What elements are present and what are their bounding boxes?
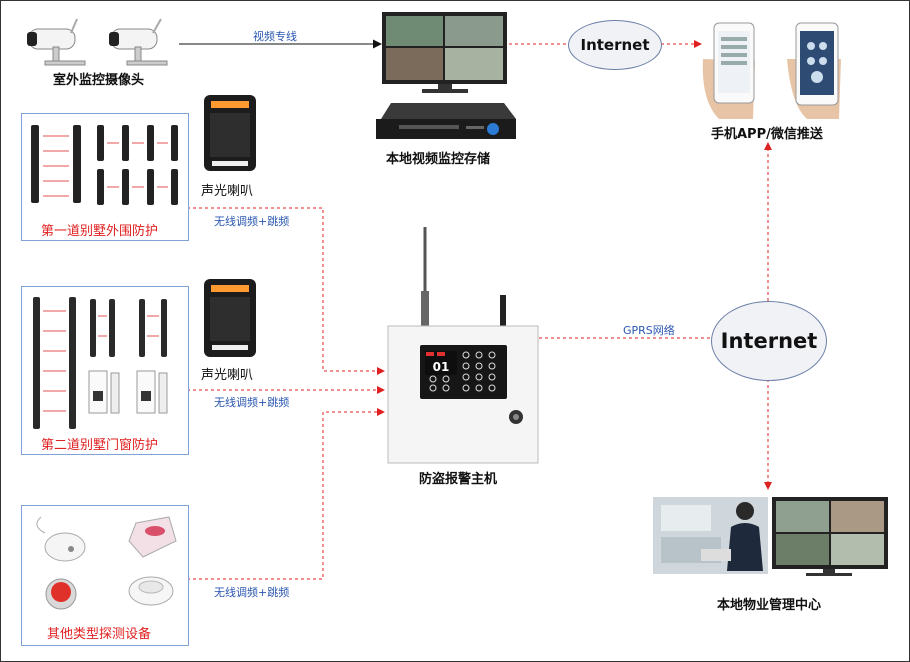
emergency-button-icon bbox=[45, 578, 77, 610]
alarm-panel-box: 01 bbox=[387, 325, 539, 464]
wireless-1-label: 无线调频+跳频 bbox=[214, 215, 290, 228]
wall-monitor-icon bbox=[772, 497, 888, 576]
cameras-label: 室外监控摄像头 bbox=[53, 73, 145, 88]
management-label: 本地物业管理中心 bbox=[717, 598, 822, 613]
panic-button-icon bbox=[36, 516, 86, 562]
nvr-label: 本地视频监控存储 bbox=[386, 152, 491, 167]
camera-icon bbox=[27, 18, 86, 66]
video-line-label: 视频专线 bbox=[253, 30, 297, 43]
infrared-beam-icon bbox=[31, 125, 178, 205]
alarm-host-label: 防盗报警主机 bbox=[419, 472, 498, 487]
group-3-label: 其他类型探测设备 bbox=[47, 627, 152, 642]
wireless-3-label: 无线调频+跳频 bbox=[214, 586, 290, 599]
control-room-photo bbox=[653, 497, 768, 574]
internet-cloud-top: Internet bbox=[568, 20, 662, 70]
infrared-beam-rays bbox=[43, 135, 168, 197]
group-2-label: 第二道别墅门窗防护 bbox=[41, 438, 159, 453]
wireless-link-3 bbox=[187, 408, 385, 580]
nvr-recorder-icon bbox=[376, 103, 516, 139]
strobe-siren-icon bbox=[204, 279, 256, 357]
wireless-2-label: 无线调频+跳频 bbox=[214, 396, 290, 409]
infrared-beam-rays bbox=[43, 310, 159, 412]
speaker-1-label: 声光喇叭 bbox=[201, 184, 254, 199]
mobile-label: 手机APP/微信推送 bbox=[711, 127, 823, 142]
pir-detector-icon bbox=[128, 516, 177, 558]
panel-display-number: 01 bbox=[433, 360, 450, 374]
smoke-detector-icon bbox=[128, 576, 174, 606]
phone-in-hand-icon bbox=[702, 22, 755, 119]
wireless-link-1 bbox=[187, 207, 385, 375]
group-1-label: 第一道别墅外围防护 bbox=[41, 224, 159, 239]
strobe-siren-icon bbox=[204, 95, 256, 171]
speaker-2-label: 声光喇叭 bbox=[201, 368, 254, 383]
infrared-beam-icon bbox=[33, 297, 167, 429]
monitor-icon bbox=[382, 12, 507, 93]
phone-in-hand-icon bbox=[787, 22, 841, 119]
antenna-icon bbox=[421, 227, 506, 326]
internet-cloud-right: Internet bbox=[711, 301, 827, 381]
door-contact-icon bbox=[88, 370, 168, 414]
group-box-perimeter bbox=[21, 113, 189, 241]
gprs-label: GPRS网络 bbox=[623, 324, 675, 337]
camera-icon bbox=[109, 18, 168, 66]
